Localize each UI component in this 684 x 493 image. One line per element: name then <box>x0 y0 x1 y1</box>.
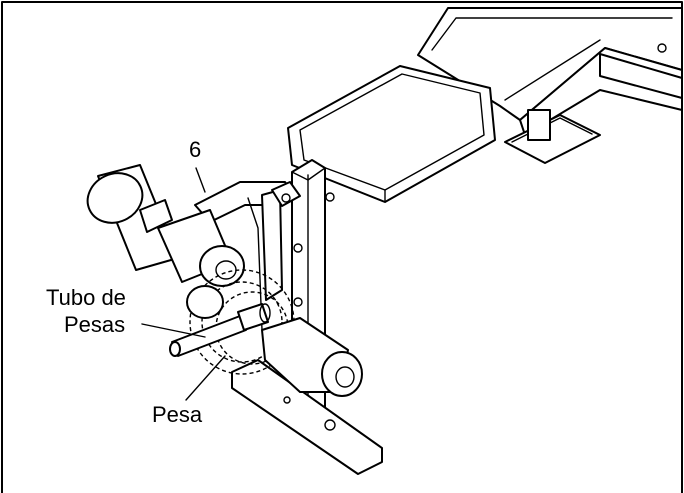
weight-tube <box>169 303 271 357</box>
upper-roller <box>86 164 245 287</box>
lower-roller <box>261 317 363 397</box>
leader-weight <box>185 355 226 401</box>
leader-weight-tube <box>141 323 206 338</box>
seat <box>287 65 496 203</box>
leg-lever <box>194 181 301 331</box>
leader-part-6 <box>195 167 206 193</box>
label-weight-tube-line2: Pesas <box>64 312 125 337</box>
front-base <box>231 359 383 475</box>
label-weight: Pesa <box>152 402 203 427</box>
rear-foot <box>504 109 601 164</box>
label-weight-tube-line1: Tubo de <box>46 285 126 310</box>
label-part-6: 6 <box>189 137 201 162</box>
